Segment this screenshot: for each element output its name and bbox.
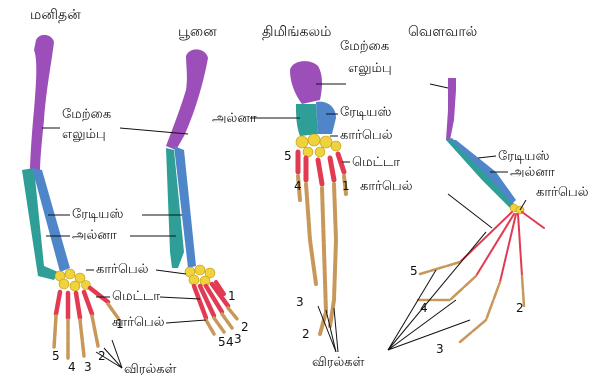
digit-number: 4 (420, 302, 428, 314)
title-bat: வௌவால் (408, 25, 477, 39)
label-carpals-bat: கார்பெல் (536, 186, 588, 199)
whale-humerus (290, 61, 322, 104)
label-ulna-bat: அல்னா (510, 166, 555, 179)
label-radius-bat: ரேடியஸ் (498, 150, 549, 163)
human-humerus (30, 35, 54, 172)
digit-number: 1 (342, 180, 350, 192)
digit-number: 3 (436, 343, 444, 355)
human-metacarpals (56, 288, 108, 318)
title-whale: திமிங்கலம் (262, 25, 331, 39)
label-metacarpals-whale: மெட்டா (352, 156, 400, 169)
digit-number: 4 (68, 361, 76, 373)
title-cat: பூனை (178, 25, 217, 39)
digit-number: 3 (84, 361, 92, 373)
digit-number: 1 (116, 318, 124, 330)
digit-number: 4 (294, 180, 302, 192)
label-phalanges-whale: விரல்கள் (312, 356, 364, 369)
cat-humerus (166, 49, 208, 150)
label-radius: ரேடியஸ் (72, 208, 123, 221)
label-metacarpals-whale-2: கார்பெல் (360, 180, 412, 193)
whale-ulna (296, 104, 318, 136)
bat-metacarpals (460, 212, 544, 282)
digit-number: 5 (284, 150, 292, 162)
label-phalanges-human: விரல்கள் (124, 363, 176, 376)
digit-number: 3 (296, 296, 304, 308)
label-ulna: அல்னா (72, 229, 117, 242)
digit-number: 5 (52, 350, 60, 362)
digit-number: 5 (410, 265, 418, 277)
digit-number: 1 (228, 290, 236, 302)
label-humerus-whale: மேற்கை (340, 40, 389, 53)
whale-phalanges (298, 176, 346, 334)
bat-humerus (446, 78, 456, 140)
digit-number: 2 (98, 350, 106, 362)
label-metacarpals-1: மெட்டா (112, 290, 160, 303)
digit-number: 2 (302, 328, 310, 340)
title-human: மனிதன் (30, 8, 81, 22)
human-forelimb (22, 35, 118, 358)
digit-number: 4 (226, 336, 234, 348)
label-humerus: மேற்கை (62, 108, 111, 121)
label-radius-whale: ரேடியஸ் (340, 106, 391, 119)
label-humerus-2: எலும்பு (62, 128, 106, 141)
digit-number: 5 (218, 336, 226, 348)
label-humerus-whale-2: எலும்பு (348, 62, 392, 75)
label-ulna-whale: அல்னா (212, 112, 257, 125)
whale-forelimb (290, 61, 346, 334)
label-carpals-whale: கார்பெல் (340, 129, 392, 142)
whale-radius (316, 102, 336, 134)
human-carpals (55, 269, 91, 291)
human-phalanges (54, 304, 118, 358)
digit-number: 2 (241, 321, 249, 333)
label-carpals: கார்பெல் (96, 263, 148, 276)
bat-forelimb (418, 78, 544, 342)
whale-carpals (296, 134, 341, 157)
digit-number: 3 (234, 333, 242, 345)
digit-number: 2 (516, 302, 524, 314)
